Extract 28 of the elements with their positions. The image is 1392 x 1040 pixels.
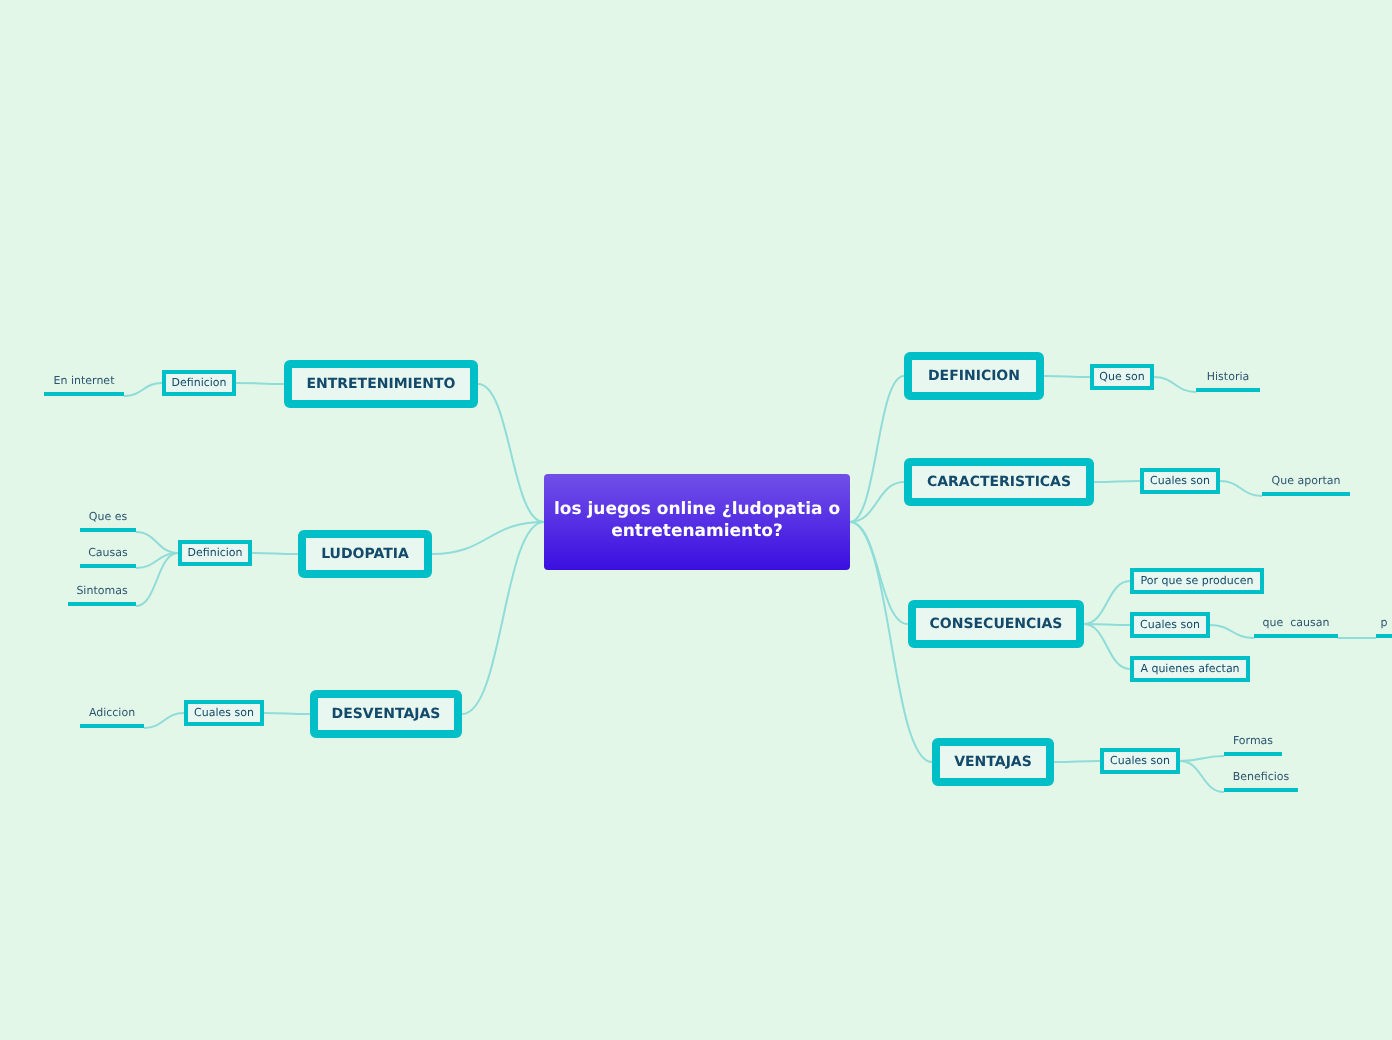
connector-line (263, 712, 311, 715)
connector-line (1179, 755, 1225, 762)
connector-line (135, 552, 179, 607)
connector-line (1083, 623, 1131, 626)
connector-line (1083, 623, 1131, 670)
connector-line (1179, 760, 1225, 793)
connector-line (1093, 480, 1141, 483)
connector-line (1219, 480, 1263, 497)
connector-line (1209, 624, 1255, 639)
connector-line (135, 531, 179, 554)
connector-line (235, 382, 285, 385)
connector-line (461, 521, 545, 715)
connector-line (1053, 760, 1101, 763)
connector-line (1153, 376, 1197, 393)
connector-line (849, 481, 905, 523)
connector-line (143, 712, 185, 729)
connector-line (849, 521, 933, 763)
central-topic-box: los juegos online ¿ludopatia o entretenamiento? (544, 474, 850, 570)
connector-line (477, 383, 545, 523)
connector-line (1043, 375, 1091, 378)
connector-line (135, 552, 179, 569)
connector-line (849, 375, 905, 523)
connector-line (123, 382, 163, 397)
connector-line (1337, 637, 1377, 639)
connector-line (431, 521, 545, 555)
connector-line (849, 521, 909, 625)
connector-line (251, 552, 299, 555)
connector-line (1083, 580, 1131, 625)
